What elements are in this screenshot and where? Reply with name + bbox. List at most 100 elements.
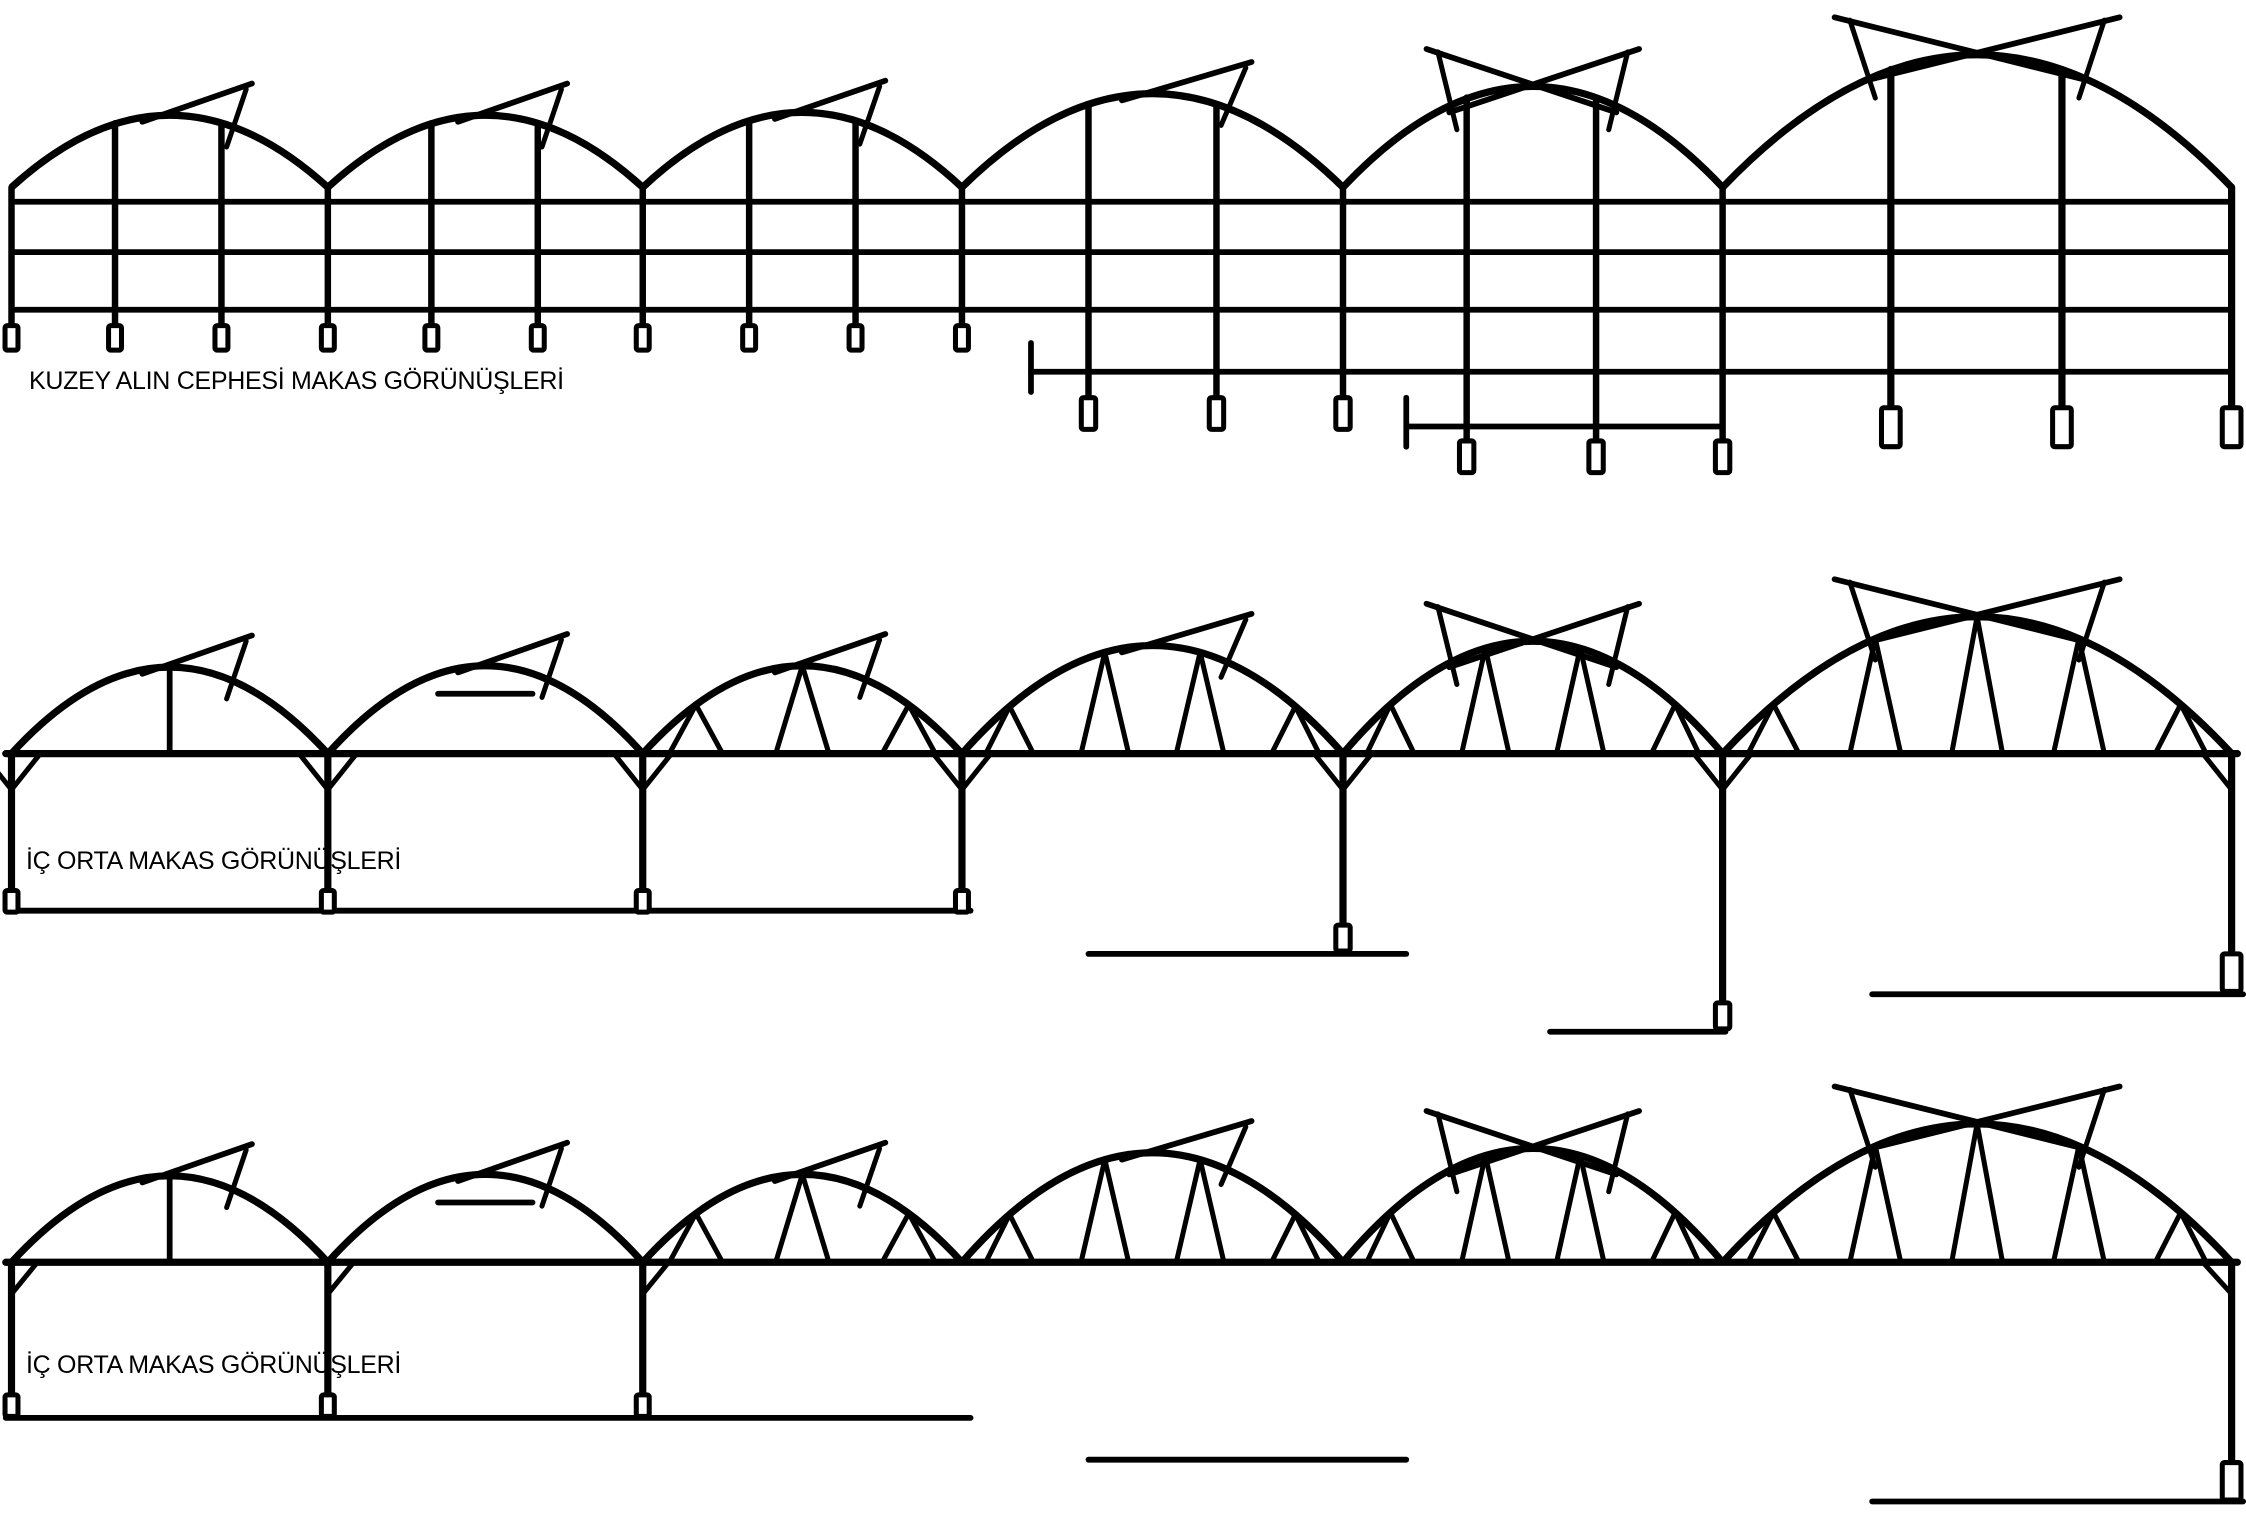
knee-brace xyxy=(1311,751,1346,793)
truss-web xyxy=(693,702,726,757)
vent-flap-strut xyxy=(539,637,564,700)
truss-web xyxy=(1554,1153,1583,1265)
truss-web xyxy=(1007,1211,1036,1265)
truss-web xyxy=(1102,649,1132,757)
truss-web xyxy=(1078,1157,1108,1265)
truss-web xyxy=(1364,1209,1393,1265)
knee-brace xyxy=(930,751,965,793)
truss-web xyxy=(1292,1211,1322,1265)
footing xyxy=(1586,438,1606,476)
roof-arch xyxy=(1719,613,2235,757)
truss-web xyxy=(983,703,1013,757)
footing xyxy=(2219,951,2244,994)
knee-brace xyxy=(640,751,675,793)
roof-arch xyxy=(1340,83,1726,190)
footing xyxy=(2,323,21,353)
vent-flap xyxy=(139,632,255,677)
truss-web xyxy=(906,702,938,757)
truss-web xyxy=(1949,1121,1980,1265)
vent-flap-strut xyxy=(1847,17,1878,101)
vent-flap xyxy=(1862,576,2123,646)
knee-brace xyxy=(296,751,331,793)
vent-flap-strut xyxy=(224,86,249,150)
truss-web xyxy=(1007,703,1036,757)
truss-web xyxy=(1078,649,1108,757)
vent-flap-strut xyxy=(1435,1111,1460,1195)
truss-web xyxy=(1482,645,1512,757)
footing xyxy=(740,323,759,353)
north-facade-label: KUZEY ALIN CEPHESİ MAKAS GÖRÜNÜŞLERİ xyxy=(29,367,564,395)
vent-flap-strut xyxy=(1218,617,1249,680)
truss-web xyxy=(1102,1157,1132,1265)
truss-web xyxy=(666,1210,699,1265)
knee-brace xyxy=(0,771,15,793)
footing xyxy=(952,323,971,353)
vent-flap-strut xyxy=(224,638,249,702)
truss-web xyxy=(1672,701,1702,757)
footing xyxy=(1333,922,1353,954)
footing xyxy=(106,323,125,353)
roof-arch xyxy=(1720,51,2235,190)
vent-flap-strut xyxy=(1606,1111,1631,1195)
vent-flap xyxy=(1831,1083,2092,1153)
truss-web xyxy=(1459,645,1488,757)
roof-arch xyxy=(325,111,646,190)
roof-arch xyxy=(640,108,965,190)
truss-web xyxy=(1197,649,1227,757)
truss-web xyxy=(1292,703,1322,757)
roof-arch xyxy=(959,642,1346,757)
footing xyxy=(633,323,652,353)
vent-flap xyxy=(1423,46,1620,116)
vent-flap-strut xyxy=(1218,65,1249,128)
truss-web xyxy=(1197,1157,1227,1265)
truss-web xyxy=(799,1171,832,1265)
vent-flap xyxy=(1446,46,1642,116)
knee-brace xyxy=(959,751,994,793)
vent-flap xyxy=(1423,1108,1620,1178)
roof-arch xyxy=(325,1170,646,1265)
truss-web xyxy=(906,1210,938,1265)
truss-web xyxy=(1269,1211,1298,1265)
knee-brace xyxy=(8,751,43,793)
footing xyxy=(1712,1000,1733,1032)
truss-web xyxy=(1459,1153,1488,1265)
knee-brace xyxy=(640,1259,672,1297)
truss-web xyxy=(2152,1209,2184,1265)
truss-web xyxy=(1770,701,1802,757)
footing xyxy=(846,323,865,353)
knee-brace xyxy=(2200,751,2235,793)
vent-flap xyxy=(772,1139,889,1184)
footing xyxy=(1712,438,1733,476)
vent-flap xyxy=(139,80,255,125)
vent-flap-strut xyxy=(539,1145,564,1209)
vent-flap-strut xyxy=(1606,49,1631,133)
footing xyxy=(1206,395,1227,432)
truss-web xyxy=(1269,703,1298,757)
footing xyxy=(1333,395,1353,432)
truss-web xyxy=(1648,701,1678,757)
knee-brace xyxy=(325,1259,357,1297)
truss-web xyxy=(2178,1209,2209,1265)
vent-flap xyxy=(455,1139,571,1184)
truss-web xyxy=(2076,1143,2107,1265)
truss-web xyxy=(2152,701,2184,757)
footing xyxy=(633,1392,652,1419)
footing xyxy=(1878,405,1903,450)
vent-flap xyxy=(1831,14,2092,84)
truss-web xyxy=(1872,636,1904,757)
vent-flap xyxy=(1862,14,2123,84)
vent-flap-strut xyxy=(857,1145,883,1209)
truss-web xyxy=(1847,636,1878,757)
truss-web xyxy=(1745,1209,1777,1265)
footing xyxy=(528,323,547,353)
roof-arch xyxy=(1340,637,1726,756)
vent-flap xyxy=(1119,610,1255,656)
roof-arch xyxy=(1719,1120,2235,1265)
truss-web xyxy=(1648,1209,1678,1265)
roof-arch xyxy=(959,90,1346,190)
vent-flap-strut xyxy=(857,83,883,147)
inner-truss-label-2: İÇ ORTA MAKAS GÖRÜNÜŞLERİ xyxy=(26,1351,401,1379)
footing xyxy=(318,1392,337,1419)
vent-flap xyxy=(455,80,571,125)
